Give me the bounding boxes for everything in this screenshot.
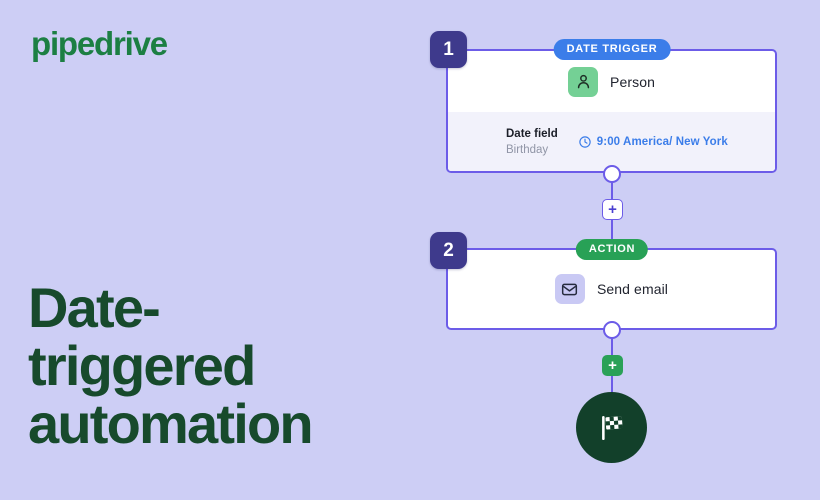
headline-line: triggered xyxy=(28,334,256,397)
action-badge: ACTION xyxy=(575,239,649,260)
action-entity-label: Send email xyxy=(596,281,669,297)
trigger-card[interactable]: Person Date field Birthday 9:00 America/… xyxy=(446,49,777,173)
plus-icon: + xyxy=(608,357,617,374)
trigger-entity-row: Person xyxy=(448,51,775,112)
plus-icon: + xyxy=(608,201,617,218)
schedule-time-link[interactable]: 9:00 America/ New York xyxy=(578,135,728,149)
email-icon xyxy=(554,274,585,304)
end-node xyxy=(576,392,647,463)
action-card[interactable]: Send email xyxy=(446,248,777,330)
trigger-badge: DATE TRIGGER xyxy=(553,39,671,60)
date-field-value: Birthday xyxy=(506,143,549,156)
connector-node-1 xyxy=(603,165,621,183)
pipedrive-logo: pipedrive xyxy=(31,25,168,62)
add-step-button-2[interactable]: + xyxy=(602,355,623,376)
person-icon xyxy=(568,66,599,97)
step-1-number: 1 xyxy=(430,31,467,68)
headline: Date- triggered automation xyxy=(28,276,314,455)
date-field-label: Date field xyxy=(506,127,558,140)
headline-line: Date- xyxy=(28,276,161,339)
add-step-button-1[interactable]: + xyxy=(602,199,623,220)
schedule-time-text: 9:00 America/ New York xyxy=(596,135,728,148)
trigger-entity-label: Person xyxy=(610,73,655,90)
action-entity-row: Send email xyxy=(448,250,775,328)
trigger-detail-row: Date field Birthday 9:00 America/ New Yo… xyxy=(448,112,775,171)
connector-node-2 xyxy=(603,321,621,339)
clock-icon xyxy=(578,135,592,149)
headline-line: automation xyxy=(28,392,314,455)
step-2-number: 2 xyxy=(430,232,467,269)
finish-flag-icon xyxy=(595,411,629,445)
date-field-group: Date field Birthday xyxy=(506,127,558,157)
